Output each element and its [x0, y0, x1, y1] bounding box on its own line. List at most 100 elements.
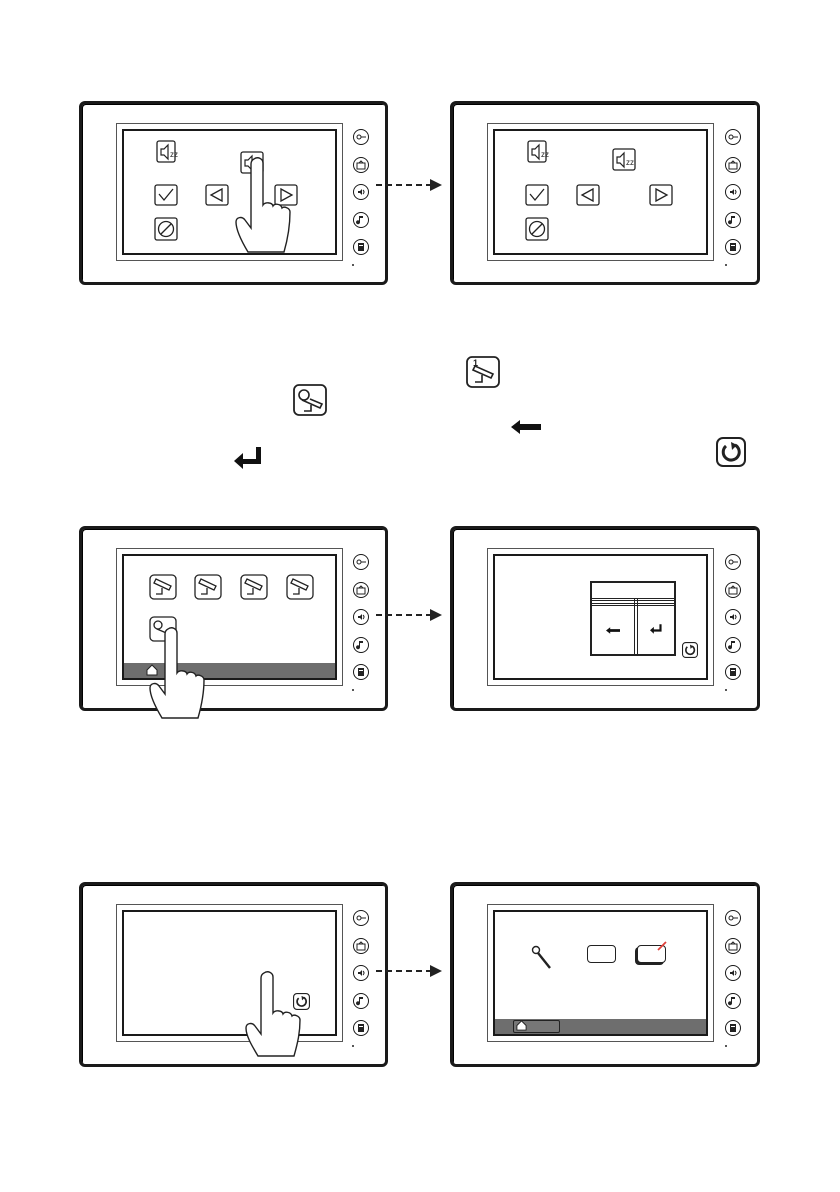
transition-arrow — [376, 970, 432, 972]
key-icon — [728, 557, 738, 567]
wrench-icon[interactable] — [531, 945, 553, 971]
camera-icon[interactable] — [149, 574, 177, 600]
unlock-button[interactable] — [353, 554, 369, 570]
memo-button[interactable] — [725, 664, 741, 680]
key-icon — [356, 913, 366, 923]
talk-icon — [356, 968, 366, 978]
monitor-button[interactable] — [725, 582, 741, 598]
backspace-arrow-icon — [606, 627, 620, 634]
right-arrow-icon[interactable] — [649, 184, 673, 206]
password-keypad — [590, 581, 676, 656]
confirm-check-icon[interactable] — [525, 184, 549, 206]
talk-icon — [728, 187, 738, 197]
ringtone-button[interactable] — [725, 637, 741, 653]
memo-icon — [728, 242, 738, 252]
svg-text:zz: zz — [626, 158, 634, 167]
camera-icon[interactable] — [240, 574, 268, 600]
mute-sleep-icon[interactable]: zz — [156, 140, 182, 164]
talk-icon — [356, 187, 366, 197]
monitor-frame: zz zz — [450, 101, 760, 285]
ringtone-icon — [356, 215, 366, 225]
monitor-icon — [356, 585, 366, 595]
memo-icon — [356, 242, 366, 252]
talk-icon — [728, 612, 738, 622]
unlock-button[interactable] — [725, 129, 741, 145]
camera-icon[interactable] — [286, 574, 314, 600]
monitor-frame — [79, 526, 388, 711]
camera-1-icon: 1 — [466, 356, 500, 388]
ringtone-button[interactable] — [353, 993, 369, 1009]
monitor-frame: zz — [79, 101, 388, 285]
key-icon — [356, 132, 366, 142]
memo-button[interactable] — [353, 1020, 369, 1036]
power-led — [725, 264, 727, 266]
talk-button[interactable] — [353, 609, 369, 625]
monitor-frame — [79, 882, 388, 1067]
left-arrow-icon[interactable] — [205, 184, 229, 206]
mute-sleep-icon[interactable]: zz — [527, 140, 553, 164]
unlock-button[interactable] — [353, 129, 369, 145]
camera-icon[interactable] — [194, 574, 222, 600]
talk-button[interactable] — [353, 965, 369, 981]
ringtone-button[interactable] — [353, 637, 369, 653]
memo-button[interactable] — [725, 239, 741, 255]
memo-button[interactable] — [725, 1020, 741, 1036]
unlock-button[interactable] — [725, 910, 741, 926]
talk-button[interactable] — [725, 609, 741, 625]
monitor-screen — [493, 910, 708, 1036]
ringtone-button[interactable] — [725, 993, 741, 1009]
key-icon — [728, 913, 738, 923]
monitor-button[interactable] — [725, 938, 741, 954]
monitor-screen: zz — [122, 129, 337, 255]
left-arrow-icon[interactable] — [576, 184, 600, 206]
arrow-head-icon — [430, 179, 442, 191]
talk-button[interactable] — [725, 184, 741, 200]
svg-text:zz: zz — [170, 150, 178, 159]
memo-icon — [728, 1023, 738, 1033]
pointing-hand-icon — [232, 154, 296, 254]
monitor-icon — [728, 160, 738, 170]
ringtone-button[interactable] — [353, 212, 369, 228]
home-icon[interactable] — [516, 1020, 527, 1031]
svg-text:1: 1 — [473, 358, 478, 368]
key-icon — [728, 132, 738, 142]
talk-button[interactable] — [353, 184, 369, 200]
transition-arrow — [376, 614, 432, 616]
backspace-key[interactable] — [592, 606, 635, 655]
pointing-hand-icon — [242, 968, 306, 1058]
memo-icon — [356, 667, 366, 677]
ringtone-icon — [356, 996, 366, 1006]
power-led — [725, 689, 727, 691]
key-icon — [356, 557, 366, 567]
mute-sleep-selected-icon[interactable]: zz — [612, 148, 638, 172]
confirm-check-icon[interactable] — [154, 184, 178, 206]
monitor-icon — [728, 941, 738, 951]
monitor-button[interactable] — [353, 582, 369, 598]
menu-tile[interactable] — [587, 945, 616, 963]
refresh-icon[interactable] — [682, 642, 698, 658]
memo-icon — [356, 1023, 366, 1033]
disable-icon[interactable] — [154, 217, 178, 241]
power-led — [725, 1045, 727, 1047]
monitor-button[interactable] — [353, 157, 369, 173]
monitor-button[interactable] — [725, 157, 741, 173]
monitor-button[interactable] — [353, 938, 369, 954]
talk-icon — [356, 612, 366, 622]
enter-key[interactable] — [637, 606, 674, 655]
memo-button[interactable] — [353, 664, 369, 680]
unlock-button[interactable] — [725, 554, 741, 570]
monitor-screen — [122, 554, 337, 680]
talk-icon — [728, 968, 738, 978]
ringtone-button[interactable] — [725, 212, 741, 228]
memo-icon — [728, 667, 738, 677]
refresh-icon — [716, 437, 746, 467]
unlock-button[interactable] — [353, 910, 369, 926]
ringtone-icon — [356, 640, 366, 650]
monitor-icon — [356, 941, 366, 951]
disable-icon[interactable] — [525, 217, 549, 241]
monitor-screen: zz zz — [493, 129, 708, 255]
memo-button[interactable] — [353, 239, 369, 255]
talk-button[interactable] — [725, 965, 741, 981]
monitor-frame — [450, 526, 760, 711]
ringtone-icon — [728, 215, 738, 225]
